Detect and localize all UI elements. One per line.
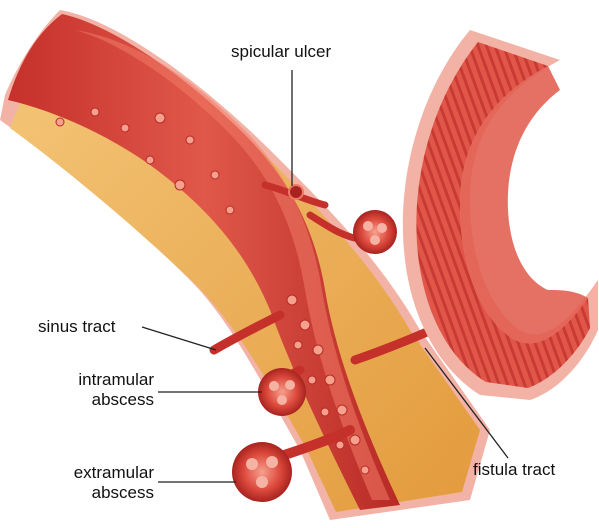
label-fistula-tract: fistula tract [473,460,555,480]
label-spicular-ulcer: spicular ulcer [231,42,331,62]
spicular-ulcer [289,185,303,199]
adjacent-bowel-loop [403,30,598,400]
label-intramular-line2: abscess [50,390,154,410]
abscess-upper [353,210,397,254]
label-extramular-abscess: extramular abscess [38,463,154,503]
intramural-abscess [258,368,306,416]
label-extramular-line1: extramular [38,463,154,483]
label-intramular-line1: intramular [50,370,154,390]
label-intramular-abscess: intramular abscess [50,370,154,410]
label-extramular-line2: abscess [38,483,154,503]
label-sinus-tract: sinus tract [38,317,115,337]
leader-sinus-tract [142,327,216,350]
extramural-abscess [232,442,292,502]
